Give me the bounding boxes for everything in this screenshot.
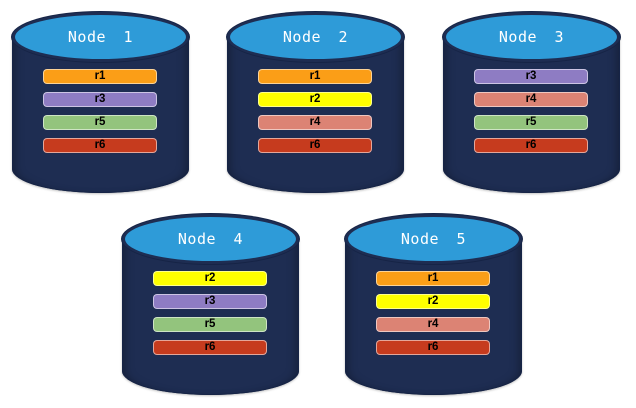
replica-bar: r6 (376, 340, 490, 355)
node-2-cylinder: Node 2 r1 r2 r4 r6 (227, 12, 404, 193)
replica-bar: r4 (474, 92, 588, 107)
node-label: Node 2 (282, 28, 349, 46)
cylinder-top: Node 3 (443, 12, 620, 62)
cylinder-top: Node 5 (345, 214, 522, 264)
replica-bar: r2 (153, 271, 267, 286)
replica-bar: r2 (376, 294, 490, 309)
node-label: Node 1 (67, 28, 134, 46)
node-5-cylinder: Node 5 r1 r2 r4 r6 (345, 214, 522, 395)
replica-bar: r1 (258, 69, 372, 84)
replica-bar: r6 (153, 340, 267, 355)
node-label: Node 4 (177, 230, 244, 248)
replica-bar: r4 (258, 115, 372, 130)
node-1-cylinder: Node 1 r1 r3 r5 r6 (12, 12, 189, 193)
replica-bar: r6 (258, 138, 372, 153)
replica-bar: r5 (43, 115, 157, 130)
replica-bar: r3 (474, 69, 588, 84)
replica-list: r1 r3 r5 r6 (43, 69, 157, 153)
replica-bar: r6 (474, 138, 588, 153)
replica-bar: r3 (153, 294, 267, 309)
replica-bar: r3 (43, 92, 157, 107)
replica-list: r1 r2 r4 r6 (376, 271, 490, 355)
replica-list: r3 r4 r5 r6 (474, 69, 588, 153)
replica-bar: r5 (153, 317, 267, 332)
node-4-cylinder: Node 4 r2 r3 r5 r6 (122, 214, 299, 395)
cylinder-top: Node 4 (122, 214, 299, 264)
replica-bar: r2 (258, 92, 372, 107)
replica-list: r2 r3 r5 r6 (153, 271, 267, 355)
node-label: Node 5 (400, 230, 467, 248)
cylinder-top: Node 2 (227, 12, 404, 62)
replica-bar: r4 (376, 317, 490, 332)
replica-bar: r1 (43, 69, 157, 84)
replica-bar: r5 (474, 115, 588, 130)
replica-bar: r6 (43, 138, 157, 153)
replica-bar: r1 (376, 271, 490, 286)
node-3-cylinder: Node 3 r3 r4 r5 r6 (443, 12, 620, 193)
node-label: Node 3 (498, 28, 565, 46)
cylinder-top: Node 1 (12, 12, 189, 62)
replica-list: r1 r2 r4 r6 (258, 69, 372, 153)
